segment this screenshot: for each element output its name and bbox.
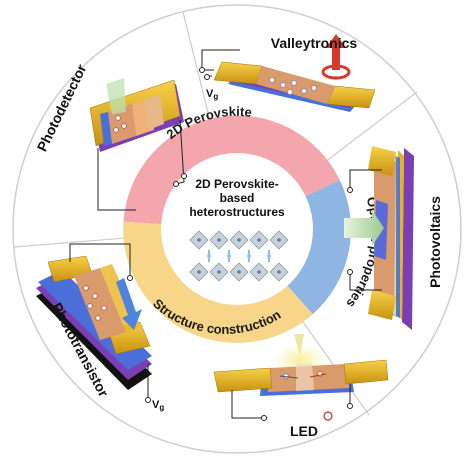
center-title-line-1: 2D Perovskite- bbox=[195, 177, 278, 191]
light-emission-icon bbox=[294, 334, 304, 356]
led-device bbox=[213, 334, 389, 421]
rotation-arrow-icon bbox=[321, 34, 351, 80]
light-beam-icon bbox=[106, 78, 126, 114]
segment-label-led: LED bbox=[290, 423, 318, 439]
current-arrow-icon bbox=[116, 278, 142, 330]
center-title-line-3: heterostructures bbox=[189, 205, 285, 219]
segment-label-photovoltaics: Photovoltaics bbox=[427, 196, 443, 288]
light-arrow-icon bbox=[344, 210, 384, 246]
center-title-line-2: based bbox=[220, 191, 255, 205]
phototransistor-gate-voltage: Vg bbox=[152, 399, 164, 412]
perovskite-lattice-illustration bbox=[189, 230, 289, 282]
valleytronics-device: Vg bbox=[199, 34, 376, 112]
center-title: 2D Perovskite- based heterostructures bbox=[189, 177, 285, 219]
segment-label-valleytronics: Valleytronics bbox=[271, 35, 358, 51]
photovoltaics-device bbox=[344, 146, 414, 330]
valleytronics-gate-voltage: Vg bbox=[206, 88, 218, 101]
photodetector-device bbox=[89, 78, 187, 211]
phototransistor-device: Vg bbox=[36, 243, 164, 412]
